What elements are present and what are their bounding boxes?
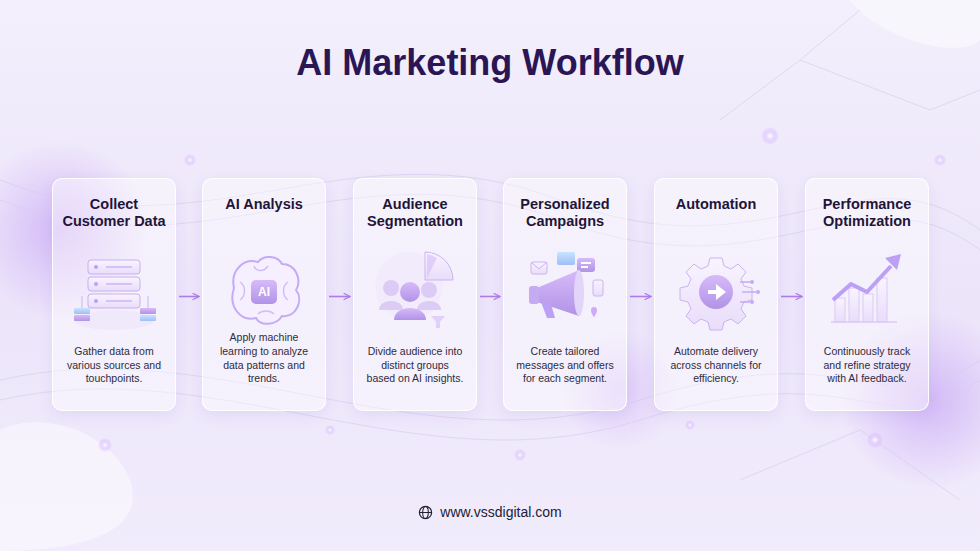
- flow-arrow: [329, 296, 350, 298]
- step-description: Automate delivery across channels for ef…: [663, 345, 769, 386]
- globe-icon: [418, 505, 433, 520]
- process-card: Audience SegmentationDivide audience int…: [353, 178, 477, 411]
- flow-arrow: [179, 296, 199, 298]
- website-url: www.vssdigital.com: [440, 504, 561, 520]
- step-heading: Automation: [676, 196, 757, 213]
- step-heading: Audience Segmentation: [362, 196, 468, 231]
- step-description: Divide audience into distinct groups bas…: [362, 345, 468, 386]
- step-description: Continuously track and refine strategy w…: [814, 345, 920, 386]
- step-heading: Performance Optimization: [814, 196, 920, 231]
- flow-arrow: [781, 296, 802, 298]
- step-heading: Collect Customer Data: [61, 196, 167, 231]
- step-heading: Personalized Campaigns: [512, 196, 618, 231]
- process-card: Personalized CampaignsCreate tailored me…: [503, 178, 627, 411]
- step-description: Create tailored messages and offers for …: [512, 345, 618, 386]
- website-footer: www.vssdigital.com: [418, 504, 561, 520]
- step-heading: AI Analysis: [225, 196, 303, 213]
- icon-label: AI: [258, 285, 270, 299]
- process-card: Collect Customer DataGather data from va…: [52, 178, 176, 411]
- flow-arrow: [480, 296, 500, 298]
- flow-arrow: [630, 296, 651, 298]
- icon-label: AI: [258, 285, 270, 299]
- process-card: Performance OptimizationContinuously tra…: [805, 178, 929, 411]
- diagram-title: AI Marketing Workflow: [0, 42, 980, 84]
- step-description: Gather data from various sources and tou…: [61, 345, 167, 386]
- step-description: Apply machine learning to analyze data p…: [211, 331, 317, 386]
- process-card: AutomationAutomate delivery across chann…: [654, 178, 778, 411]
